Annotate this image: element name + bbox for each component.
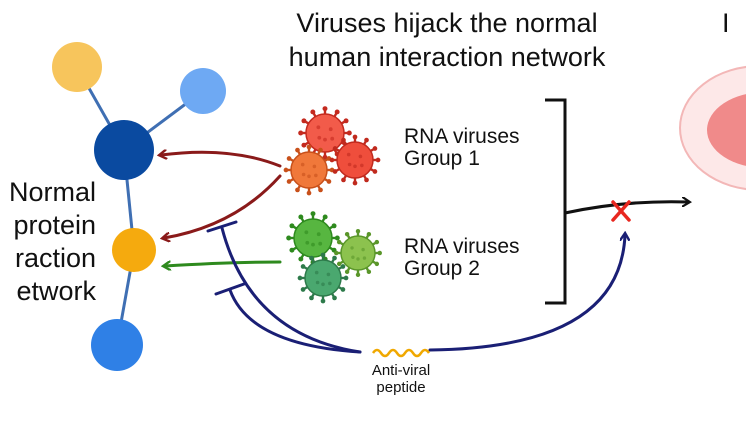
virus-g2-b-icon (334, 229, 382, 277)
network-label: Normal protein raction etwork (9, 176, 96, 308)
title-line-1: Viruses hijack the normal (296, 8, 598, 38)
virus-g1-b-icon (283, 144, 335, 196)
group2-label-line-2: Group 2 (404, 257, 480, 280)
peptide-squiggle-icon (371, 348, 431, 358)
title-line-2: human interaction network (288, 42, 606, 72)
virus-g1-a-icon (298, 106, 352, 160)
node-light-blue (180, 68, 226, 114)
network-label-line-3: raction (14, 243, 96, 273)
peptide-label-line-2: peptide (376, 379, 426, 396)
node-light-orange (52, 42, 102, 92)
group2-label: RNA viruses Group 2 (404, 236, 520, 280)
node-blue (91, 319, 143, 371)
block-x-icon (611, 200, 631, 222)
network-label-line-2: protein (13, 210, 96, 240)
network-label-line-4: etwork (16, 276, 96, 306)
virus-g2-a-icon (286, 211, 340, 265)
bracket (545, 98, 567, 305)
peptide-label: Anti-viral peptide (356, 362, 446, 396)
right-partial-label: I (722, 8, 730, 38)
group2-arrow (165, 260, 282, 266)
cell-partial (679, 65, 746, 191)
diagram-title: Viruses hijack the normal human interact… (232, 6, 662, 74)
network-label-line-1: Normal (8, 177, 96, 207)
peptide-block-arrow (428, 235, 625, 352)
virus-layer (283, 106, 382, 304)
group1-arrows (161, 152, 282, 238)
node-hub-dark-blue (94, 120, 154, 180)
virus-g1-c-icon (329, 134, 381, 186)
group1-label-line-1: RNA viruses (404, 125, 520, 148)
node-orange (112, 228, 156, 272)
group2-label-line-1: RNA viruses (404, 235, 520, 258)
inhibition-lines (206, 220, 362, 354)
virus-g2-c-icon (297, 252, 349, 304)
group1-label: RNA viruses Group 1 (404, 126, 520, 170)
peptide-label-line-1: Anti-viral (371, 362, 431, 379)
group1-label-line-2: Group 1 (404, 147, 480, 170)
